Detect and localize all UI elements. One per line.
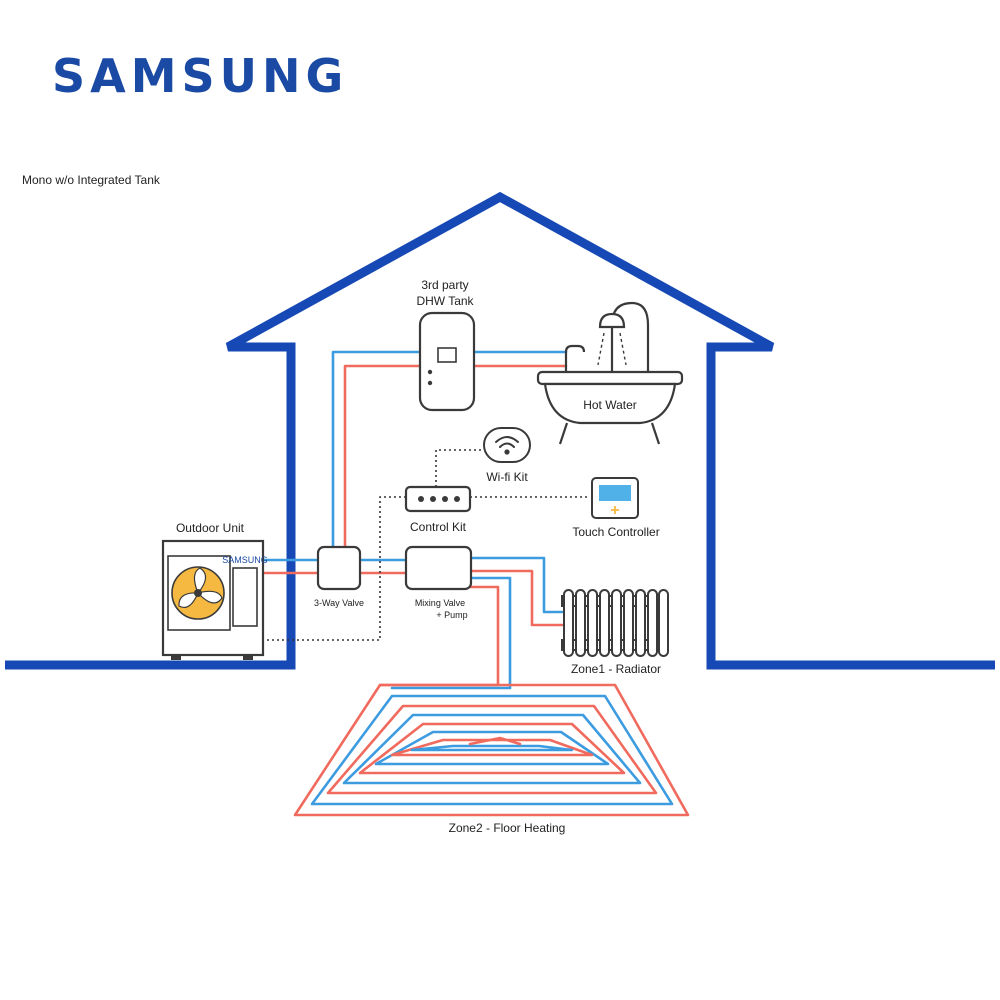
fan-icon xyxy=(171,566,225,620)
touch-controller: Touch Controller xyxy=(572,477,660,539)
wifi-kit: Wi-fi Kit xyxy=(483,427,531,484)
radiator-icon xyxy=(561,589,669,657)
pipe-radiator-cold xyxy=(469,556,564,614)
wifi-kit-label: Wi-fi Kit xyxy=(486,470,528,484)
outdoor-unit: Outdoor Unit SAMSUNG xyxy=(161,521,268,660)
control-kit-label: Control Kit xyxy=(410,520,467,534)
bathtub-icon: Hot Water xyxy=(536,301,684,445)
zone1-label: Zone1 - Radiator xyxy=(571,662,661,676)
pipe-floor-cold xyxy=(390,576,512,690)
pipe-network xyxy=(261,350,690,817)
control-wiring xyxy=(263,449,590,641)
outdoor-unit-label: Outdoor Unit xyxy=(176,521,245,535)
pipe-dhw-hot xyxy=(343,364,422,549)
outdoor-unit-badge: SAMSUNG xyxy=(222,555,268,565)
touch-controller-label: Touch Controller xyxy=(572,525,659,539)
dhw-tank-label-1: 3rd party xyxy=(421,278,468,292)
samsung-logo: SAMSUNG xyxy=(52,49,348,103)
mixing-valve-pump: Mixing Valve + Pump xyxy=(404,545,473,620)
mixing-valve-label-2: + Pump xyxy=(436,610,467,620)
control-kit: Control Kit xyxy=(404,485,472,534)
pipe-dhw-cold xyxy=(331,350,422,549)
dhw-tank-label-2: DHW Tank xyxy=(416,294,474,308)
three-way-valve: 3-Way Valve xyxy=(314,545,364,608)
system-type-caption: Mono w/o Integrated Tank xyxy=(22,173,161,187)
pipe-radiator-hot xyxy=(469,569,564,627)
hot-water-label: Hot Water xyxy=(583,398,637,412)
wifi-icon xyxy=(495,436,519,455)
floor-heating-coil xyxy=(293,683,690,817)
three-way-valve-label: 3-Way Valve xyxy=(314,598,364,608)
mixing-valve-label-1: Mixing Valve xyxy=(415,598,465,608)
zone2-label: Zone2 - Floor Heating xyxy=(449,821,566,835)
dhw-tank: 3rd party DHW Tank xyxy=(416,278,476,412)
